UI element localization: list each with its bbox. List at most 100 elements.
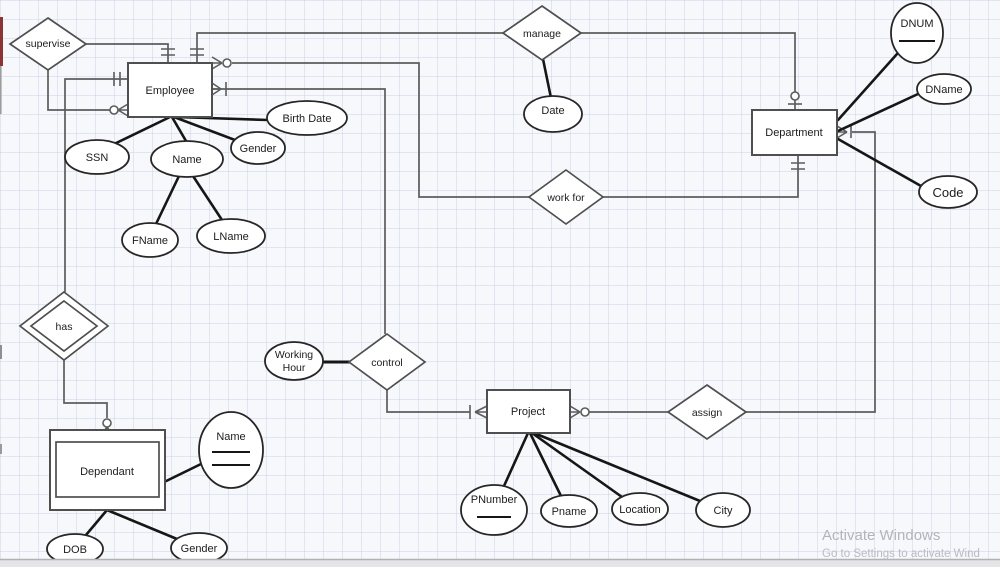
- attribute-dependant-name[interactable]: [198, 411, 264, 489]
- relationship-supervise[interactable]: [8, 16, 88, 72]
- relationship-supervise-label: supervise: [26, 38, 71, 50]
- line-employee-has: [64, 78, 128, 292]
- attribute-dob-label: DOB: [63, 544, 87, 556]
- crowfoot-many-icon: [474, 405, 488, 419]
- attribute-city-label: City: [714, 505, 733, 517]
- attribute-pnumber[interactable]: [460, 484, 528, 536]
- line-workfor-department-bottom: [603, 155, 799, 198]
- attribute-dnum-label: DNUM: [901, 18, 934, 30]
- line-name-fname: [154, 174, 181, 226]
- cardinality-one-one-icon: [791, 162, 805, 170]
- line-project-pname: [528, 431, 563, 498]
- cardinality-zero-icon: [102, 418, 112, 428]
- attribute-gender-label: Gender: [240, 143, 277, 155]
- relationship-control[interactable]: [347, 332, 427, 392]
- attribute-dname[interactable]: [916, 73, 972, 105]
- activate-windows-text: Activate Windows: [822, 527, 941, 544]
- left-edge-gray-line: [0, 66, 2, 114]
- connector-lines: [47, 32, 876, 438]
- bottom-band: [0, 559, 1000, 567]
- relationship-assign[interactable]: [666, 383, 748, 441]
- relationship-manage[interactable]: [501, 4, 583, 62]
- crowfoot-many-icon: [569, 405, 581, 419]
- line-project-location: [530, 431, 624, 499]
- relationship-assign-label: assign: [692, 407, 723, 419]
- relationships: supervise manage work for control assign…: [8, 4, 748, 441]
- line-manage-date: [541, 57, 553, 100]
- entity-department-label: Department: [765, 127, 822, 139]
- line-employee-ssn: [108, 115, 172, 148]
- cardinality-zero-icon: [109, 105, 119, 115]
- entities: Employee Department Project Dependant: [49, 62, 838, 511]
- left-edge-mark: [0, 444, 2, 454]
- attribute-dependant-name-label: Name: [216, 431, 245, 443]
- line-control-project: [386, 390, 470, 413]
- attribute-working-hour-label-line1: Working: [275, 349, 313, 361]
- attribute-city[interactable]: [695, 492, 751, 528]
- attribute-lname[interactable]: [196, 218, 266, 254]
- cardinality-one-one-icon: [113, 72, 121, 86]
- relationship-manage-label: manage: [523, 28, 561, 40]
- attribute-date-label: Date: [541, 105, 564, 117]
- line-workfor-employee: [232, 62, 529, 198]
- edge-artifacts: [0, 17, 1000, 567]
- attribute-code[interactable]: [918, 175, 978, 209]
- attribute-fname[interactable]: [121, 222, 179, 258]
- line-manage-employee-top: [196, 32, 503, 62]
- attribute-name[interactable]: [150, 140, 224, 178]
- attribute-location[interactable]: [611, 492, 669, 526]
- line-dependant-dob: [84, 508, 109, 537]
- attribute-lname-label: LName: [213, 231, 248, 243]
- cardinality-zero-icon: [790, 91, 800, 101]
- entity-project-label: Project: [511, 406, 545, 418]
- attribute-working-hour-label-line2: Hour: [283, 362, 306, 374]
- attributes: SSN Name Gender Birth Date FName LName D…: [46, 2, 978, 565]
- left-edge-mark: [0, 345, 2, 359]
- line-department-dname: [836, 92, 920, 133]
- activate-windows-subtext: Go to Settings to activate Wind: [822, 548, 980, 560]
- cardinality-one-one-icon: [190, 48, 204, 56]
- attribute-pname[interactable]: [540, 494, 598, 528]
- relationship-work-for[interactable]: [527, 168, 605, 226]
- attribute-working-hour[interactable]: [264, 341, 324, 381]
- line-supervise-employee-top: [86, 43, 169, 62]
- relationship-work-for-label: work for: [546, 192, 585, 204]
- line-manage-department-top: [581, 32, 796, 110]
- entity-project[interactable]: [486, 389, 571, 434]
- line-assign-department-right: [746, 131, 876, 413]
- entity-dependant-inner-border: [55, 441, 160, 498]
- relationship-has-inner-border: [29, 299, 99, 353]
- attribute-gender[interactable]: [230, 131, 286, 165]
- relationship-control-label: control: [371, 357, 403, 369]
- attribute-date[interactable]: [523, 95, 583, 133]
- attribute-ssn-label: SSN: [86, 152, 109, 164]
- entity-department[interactable]: [751, 109, 838, 156]
- attribute-birth-date[interactable]: [266, 100, 348, 136]
- attribute-dnum[interactable]: [890, 2, 944, 64]
- line-project-city: [532, 431, 702, 503]
- relationship-has-label: has: [56, 321, 73, 333]
- cardinality-zero-icon: [580, 407, 590, 417]
- crowfoot-many-icon: [211, 82, 222, 96]
- attribute-ssn[interactable]: [64, 139, 130, 175]
- entity-employee[interactable]: [127, 62, 213, 118]
- line-employee-name: [170, 115, 188, 143]
- line-department-dnum: [836, 52, 899, 122]
- line-project-pnumber: [502, 431, 530, 488]
- attribute-fname-label: FName: [132, 235, 168, 247]
- attribute-name-label: Name: [172, 154, 201, 166]
- line-has-dependant: [63, 360, 108, 418]
- left-edge-red-strip: [0, 17, 3, 66]
- crowfoot-many-icon: [117, 103, 129, 117]
- entity-employee-label: Employee: [146, 85, 195, 97]
- attribute-pnumber-label: PNumber: [471, 494, 518, 506]
- attribute-pname-label: Pname: [552, 506, 587, 518]
- attribute-location-label: Location: [619, 504, 661, 516]
- attribute-dname-label: DName: [925, 84, 962, 96]
- line-employee-gender: [172, 115, 237, 142]
- line-supervise-employee-left: [47, 70, 110, 111]
- cardinality-one-one-icon: [161, 48, 175, 56]
- attribute-birth-date-label: Birth Date: [283, 113, 332, 125]
